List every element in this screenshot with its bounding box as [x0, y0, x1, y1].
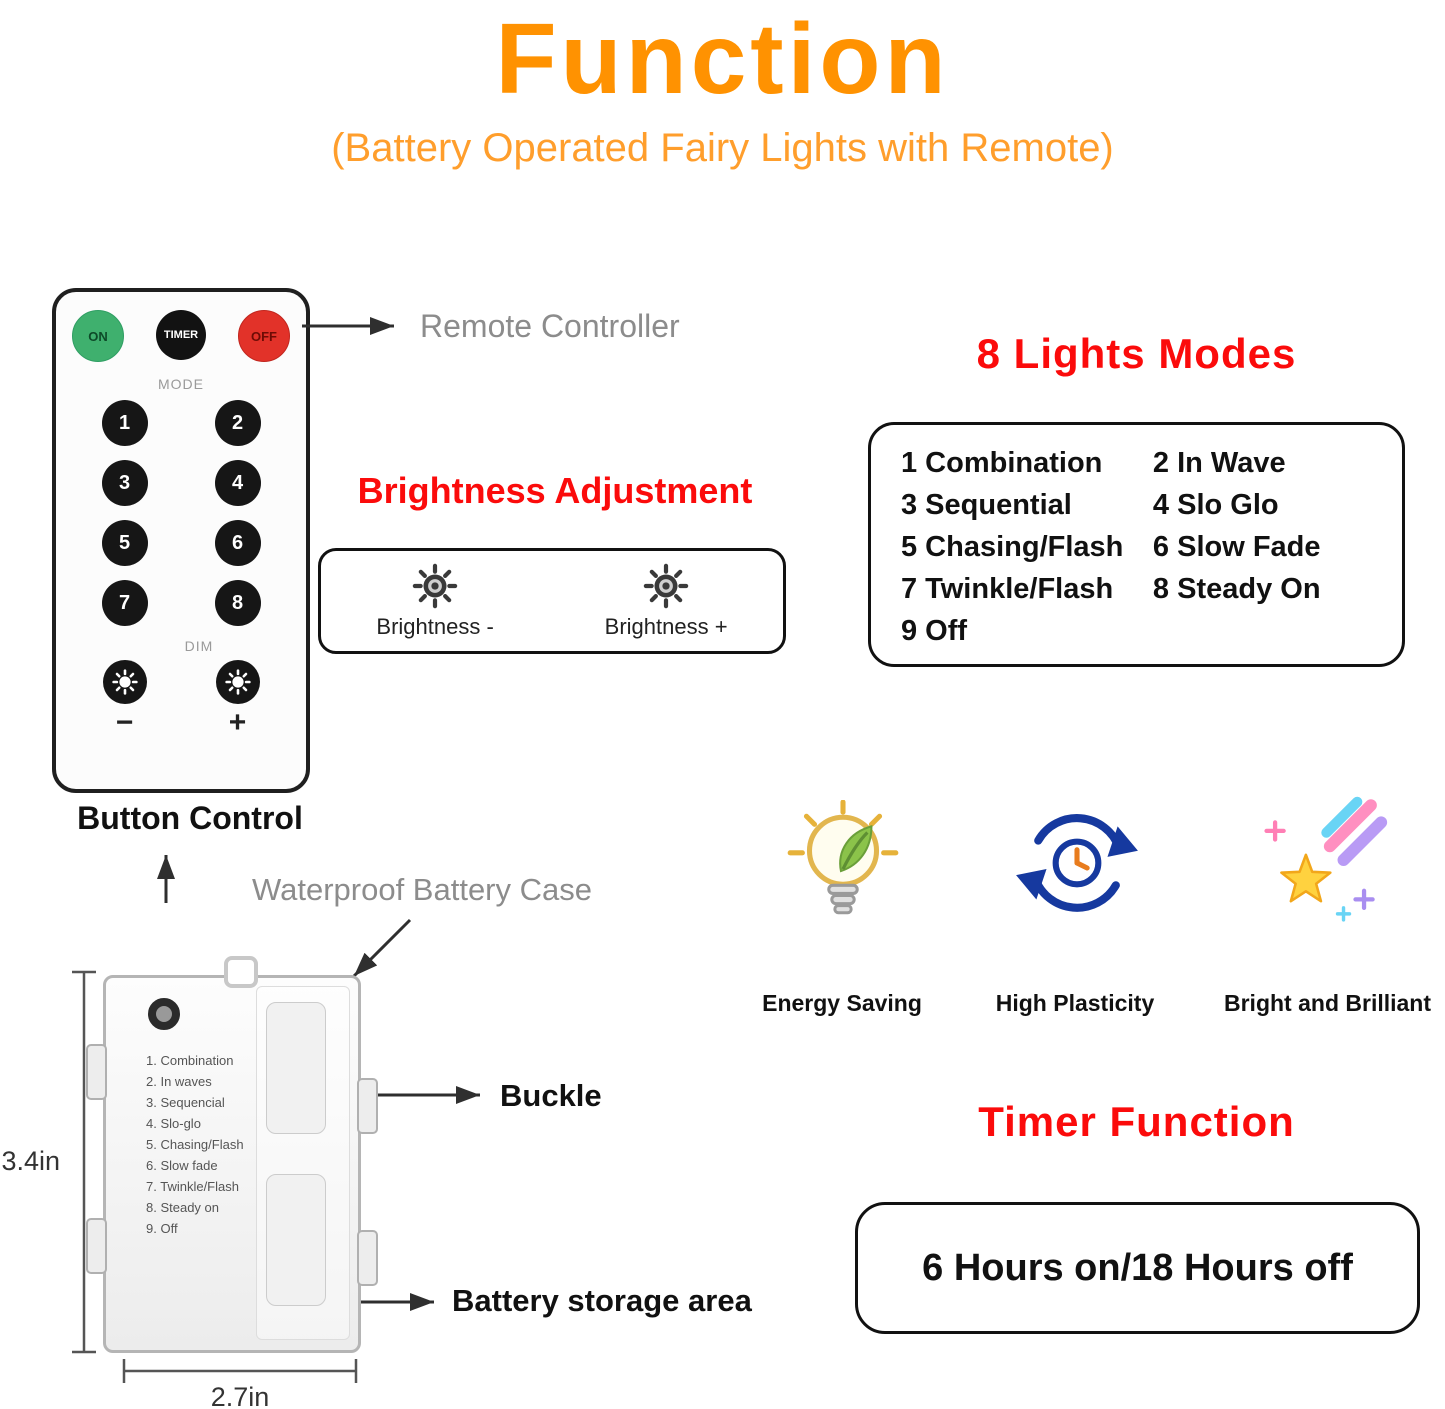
- mode-item: 8 Steady On: [1152, 573, 1321, 605]
- dim-plus-button: [215, 660, 260, 704]
- mode-item: 2 In Wave: [1152, 447, 1286, 479]
- battery-storage-label: Battery storage area: [452, 1283, 752, 1318]
- brightness-adjustment-box: Brightness - Brightness +: [318, 548, 786, 654]
- brightness-plus-label: Brightness +: [604, 613, 728, 639]
- energy-saving-bulb-icon: [787, 800, 899, 915]
- mode-button-6: 6: [214, 520, 261, 566]
- off-button: OFF: [238, 310, 290, 362]
- plus-sign-label: +: [228, 706, 247, 739]
- buckle-label: Buckle: [500, 1078, 602, 1113]
- timer-function-heading: Timer Function: [978, 1098, 1295, 1145]
- lights-modes-box: 1 Combination 2 In Wave 3 Sequential 4 S…: [868, 422, 1405, 667]
- mode-item: 5 Chasing/Flash: [901, 531, 1124, 563]
- battery-slot: [266, 1174, 326, 1306]
- mode-item: 7 Twinkle/Flash: [901, 573, 1114, 605]
- remote-controller-label: Remote Controller: [420, 308, 680, 344]
- buckle-tab: [86, 1044, 107, 1100]
- sun-icon: [111, 669, 138, 695]
- mode-button-7: 7: [101, 580, 148, 626]
- printed-mode: 2. In waves: [146, 1074, 212, 1090]
- timer-value: 6 Hours on/18 Hours off: [922, 1246, 1353, 1289]
- battery-case: 1. Combination 2. In waves 3. Sequencial…: [86, 956, 378, 1353]
- mode-item: 4 Slo Glo: [1152, 489, 1279, 521]
- remote-control: ON TIMER OFF MODE 1 2 3 4 5 6 7 8 DIM: [52, 288, 310, 793]
- remote-controller-arrow-icon: [302, 317, 394, 335]
- mode-button-grid: 1 2 3 4 5 6 7 8: [68, 400, 294, 626]
- energy-saving-label: Energy Saving: [762, 990, 922, 1016]
- buckle-tab: [357, 1230, 378, 1286]
- printed-mode: 8. Steady on: [146, 1200, 219, 1216]
- waterproof-battery-case-label: Waterproof Battery Case: [252, 872, 592, 907]
- control-button: [148, 998, 180, 1030]
- timer-button: TIMER: [156, 310, 206, 360]
- dim-minus-button: [102, 660, 147, 704]
- page-subtitle: (Battery Operated Fairy Lights with Remo…: [331, 126, 1114, 170]
- printed-mode: 9. Off: [146, 1221, 178, 1237]
- button-control-label: Button Control: [77, 800, 303, 836]
- on-button: ON: [72, 310, 124, 362]
- sun-icon: [224, 669, 251, 695]
- brightness-minus-label: Brightness -: [376, 613, 494, 639]
- mode-button-5: 5: [101, 520, 148, 566]
- printed-mode: 1. Combination: [146, 1053, 234, 1068]
- printed-mode: 4. Slo-glo: [146, 1116, 201, 1132]
- brightness-minus-icon: [412, 563, 458, 608]
- mode-item: 1 Combination: [901, 447, 1103, 479]
- mode-item: 3 Sequential: [901, 489, 1072, 521]
- remote-power-row: ON TIMER OFF: [68, 310, 294, 362]
- buckle-tab: [357, 1078, 378, 1134]
- high-plasticity-label: High Plasticity: [995, 990, 1155, 1016]
- button-control-arrow-icon: [157, 855, 175, 903]
- mode-button-3: 3: [101, 460, 148, 506]
- printed-mode: 3. Sequencial: [146, 1095, 225, 1111]
- width-dimension-line: [122, 1359, 358, 1383]
- printed-mode: 6. Slow fade: [146, 1158, 218, 1174]
- lights-modes-heading: 8 Lights Modes: [976, 330, 1297, 377]
- buckle-tab: [86, 1218, 107, 1274]
- dim-sign-row: − +: [68, 706, 294, 740]
- mode-button-1: 1: [101, 400, 148, 446]
- buckle-arrow-icon: [378, 1086, 480, 1104]
- bright-and-brilliant-label: Bright and Brilliant: [1224, 990, 1431, 1016]
- mode-section-label: MODE: [158, 376, 204, 392]
- printed-mode-list: 1. Combination 2. In waves 3. Sequencial…: [146, 1050, 244, 1239]
- battery-case-arrow-icon: [352, 918, 412, 978]
- timer-function-box: 6 Hours on/18 Hours off: [855, 1202, 1420, 1334]
- height-dimension-line: [72, 970, 96, 1354]
- printed-mode: 7. Twinkle/Flash: [146, 1179, 239, 1195]
- battery-slot: [266, 1002, 326, 1134]
- minus-sign-label: −: [115, 706, 134, 739]
- width-dimension-label: 2.7in: [210, 1382, 270, 1409]
- brightness-adjustment-heading: Brightness Adjustment: [357, 470, 753, 511]
- height-dimension-label: 3.4in: [1, 1146, 60, 1176]
- printed-mode: 5. Chasing/Flash: [146, 1137, 244, 1153]
- shooting-star-icon: [1264, 796, 1388, 922]
- high-plasticity-cycle-clock-icon: [1016, 814, 1138, 912]
- brightness-plus-icon: [643, 563, 689, 608]
- brightness-plus-item: Brightness +: [605, 563, 728, 640]
- mode-item: 9 Off: [901, 615, 968, 647]
- hanger-loop: [224, 956, 258, 988]
- page-title: Function: [495, 3, 950, 115]
- dim-button-grid: [68, 660, 294, 704]
- mode-item: 6 Slow Fade: [1152, 531, 1321, 563]
- mode-button-8: 8: [214, 580, 261, 626]
- dim-section-label: DIM: [184, 638, 214, 654]
- brightness-minus-item: Brightness -: [376, 563, 494, 640]
- mode-button-4: 4: [214, 460, 261, 506]
- mode-button-2: 2: [214, 400, 261, 446]
